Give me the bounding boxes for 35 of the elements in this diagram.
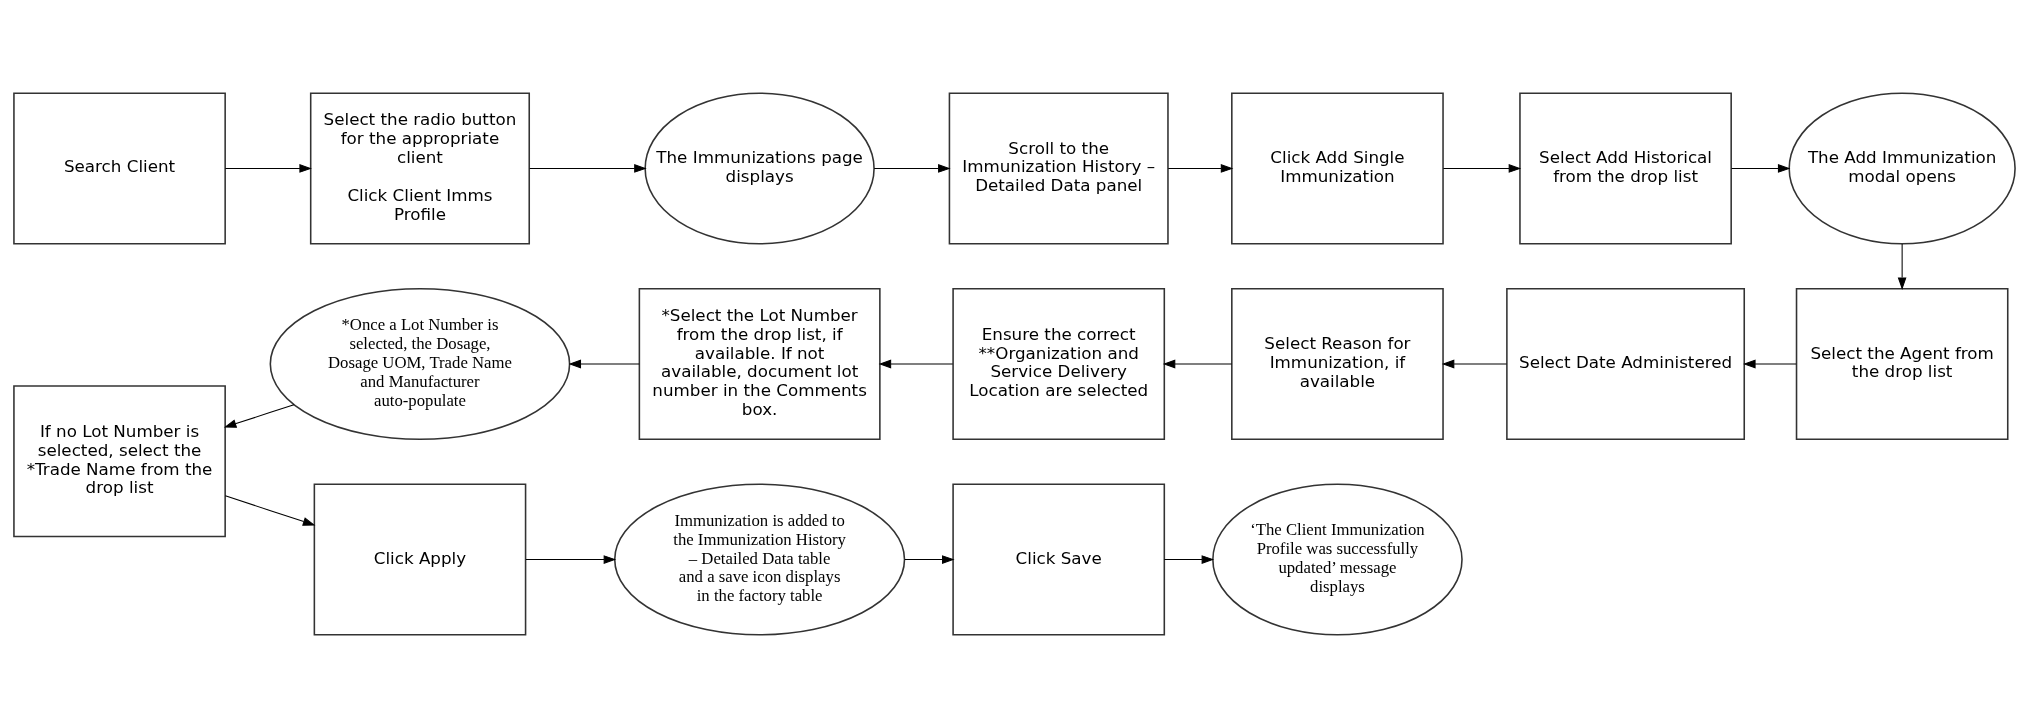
node-box: Select Date Administered: [1505, 287, 1745, 440]
arrow: [224, 163, 312, 173]
node-box: If no Lot Number is selected, select the *Trade Name from the drop list: [12, 384, 226, 537]
arrow: [1730, 163, 1790, 173]
node-box: Click Apply: [313, 482, 526, 636]
node-box: Scroll to the Immunization History – Detailed Data panel: [948, 91, 1169, 245]
arrow: [1163, 554, 1214, 564]
node-ellipse: The Immunizations page displays: [643, 91, 875, 245]
node-ellipse: ‘The Client Immunization Profile was successfully updated’ message displays: [1211, 482, 1463, 636]
node-box: Search Client: [12, 91, 226, 245]
node-box: Select Add Historical from the drop list: [1518, 91, 1732, 245]
arrow: [1742, 359, 1797, 368]
arrow: [873, 163, 951, 173]
arrow: [1441, 359, 1507, 368]
node-box: Click Add Single Immunization: [1230, 91, 1444, 245]
node-box: Click Save: [951, 482, 1165, 636]
arrow: [878, 359, 953, 368]
arrow: [1897, 242, 1907, 290]
node-box: Ensure the correct **Organization and Service Delivery Location are selected: [951, 287, 1165, 440]
node-box: Select the Agent from the drop list: [1795, 287, 2009, 440]
arrow: [528, 163, 647, 173]
arrow: [1167, 163, 1233, 173]
arrow: [224, 494, 315, 526]
node-box: Select Reason for Immunization, if available: [1230, 287, 1444, 440]
arrow: [223, 403, 294, 428]
node-ellipse: *Once a Lot Number is selected, the Dosage, Dosage UOM, Trade Name and Manufacturer auto-populate: [269, 287, 570, 440]
arrow: [567, 359, 640, 368]
arrow: [1442, 163, 1521, 173]
arrow: [1162, 359, 1232, 368]
node-box: *Select the Lot Number from the drop list, if available. If not available, document lot number in the Comments box.: [638, 287, 881, 440]
arrow: [524, 554, 616, 564]
node-box: Select the radio button for the appropriate client Click Client Imms Profile: [309, 91, 530, 245]
node-ellipse: The Add Immunization modal opens: [1787, 91, 2016, 245]
arrow: [903, 554, 955, 564]
node-ellipse: Immunization is added to the Immunization History – Detailed Data table and a save icon displays in the factory table: [613, 482, 905, 636]
